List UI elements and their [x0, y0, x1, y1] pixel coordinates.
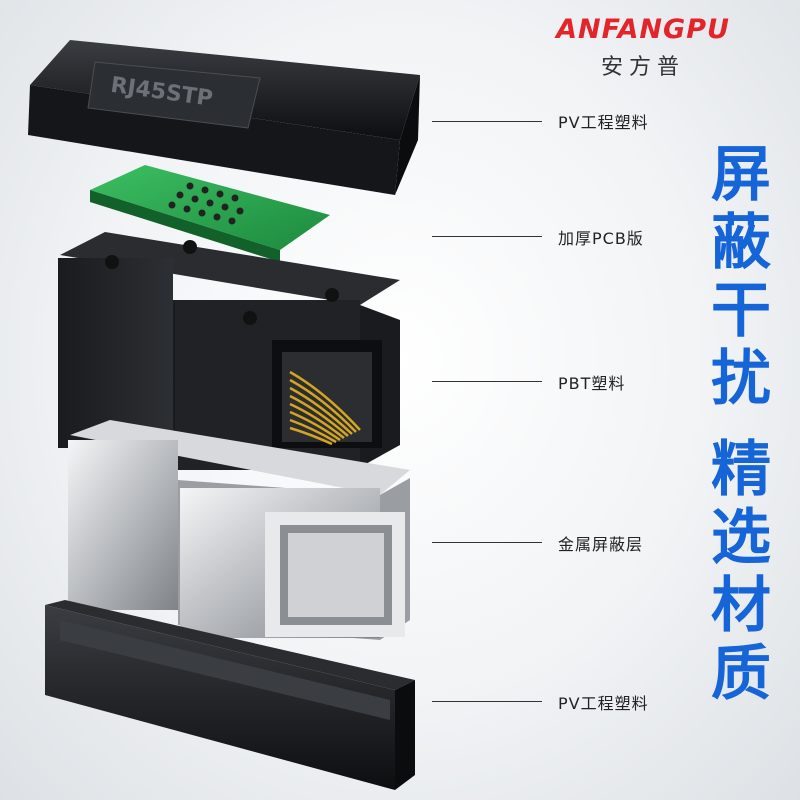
metal-shield [68, 420, 410, 640]
callout-leader-line [432, 701, 542, 702]
callout-label-metal-shield: 金属屏蔽层 [558, 535, 644, 554]
brand-name-cn: 安方普 [600, 55, 685, 80]
brand-name-en: ANFANGPU [556, 14, 730, 45]
bottom-cover [45, 600, 415, 790]
callout-leader-line [432, 542, 542, 543]
slogan-char: 干 [711, 276, 771, 346]
slogan-char: 蔽 [711, 208, 771, 278]
pbt-body [58, 232, 400, 470]
callout-label-bottom-cover: PV工程塑料 [558, 694, 649, 713]
slogan-char: 材 [711, 571, 771, 641]
slogan-char: 屏 [711, 140, 771, 210]
callout-leader-line [432, 121, 542, 122]
top-cover: RJ45STP [28, 40, 420, 195]
slogan-char: 质 [711, 639, 771, 709]
callout-label-pcb: 加厚PCB版 [558, 229, 644, 248]
slogan-shield-interference: 屏 蔽 干 扰 [705, 145, 777, 417]
slogan-char: 精 [711, 435, 771, 505]
callout-leader-line [432, 381, 542, 382]
slogan-char: 选 [711, 503, 771, 573]
slogan-selected-material: 精 选 材 质 [705, 440, 777, 712]
brand-logo: ANFANGPU 安方普 [508, 14, 778, 81]
slogan-char: 扰 [711, 344, 771, 414]
callout-label-top-cover: PV工程塑料 [558, 113, 649, 132]
callout-leader-line [432, 236, 542, 237]
callout-label-pbt: PBT塑料 [558, 374, 626, 393]
pcb-board [90, 165, 330, 262]
